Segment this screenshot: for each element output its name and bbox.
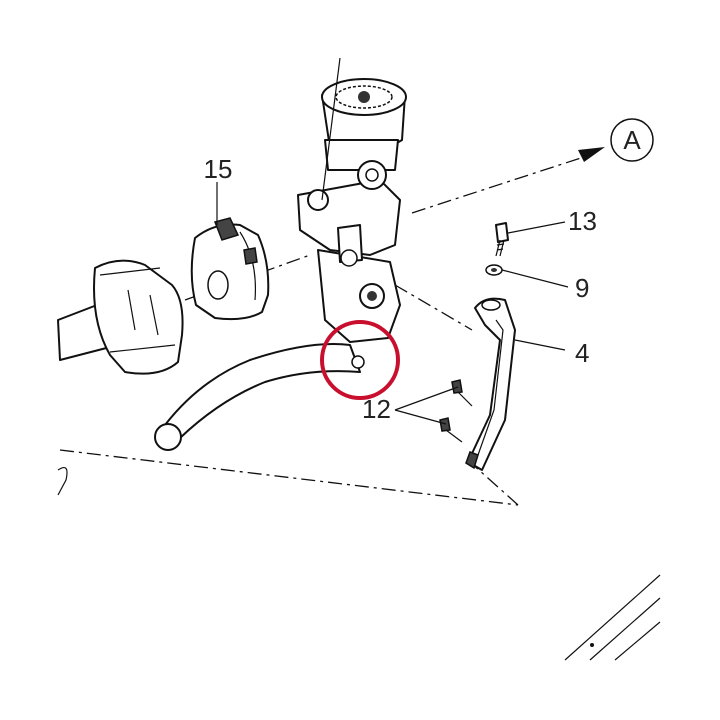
callout-15: 15 bbox=[204, 154, 233, 184]
handlebar-grip bbox=[57, 259, 184, 375]
callout-4: 4 bbox=[575, 338, 589, 368]
part-15-switch-housing bbox=[190, 217, 270, 321]
highlight-circle bbox=[320, 320, 400, 400]
callout-9: 9 bbox=[575, 273, 589, 303]
part-9-washer bbox=[485, 264, 503, 276]
reference-a-label: A bbox=[623, 125, 641, 155]
part-13-bolt bbox=[495, 222, 509, 257]
master-cylinder bbox=[297, 57, 407, 343]
part-12-screws bbox=[439, 379, 473, 443]
part-4-lever-guard bbox=[465, 297, 516, 471]
reference-a-circle bbox=[610, 118, 654, 162]
callout-12: 12 bbox=[362, 394, 391, 424]
callout-13: 13 bbox=[568, 206, 597, 236]
leader-lines bbox=[216, 182, 569, 425]
brake-lever bbox=[154, 343, 365, 451]
reference-arrow: A bbox=[578, 118, 654, 162]
frame-edge bbox=[57, 467, 661, 661]
